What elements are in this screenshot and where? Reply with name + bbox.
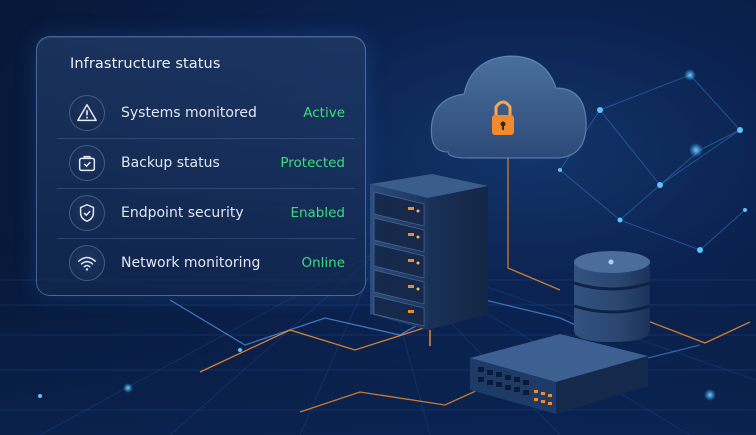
status-row-backup[interactable]: Backup status Protected <box>57 141 353 185</box>
constellation-nodes <box>38 69 747 401</box>
cloud-lock-graphic <box>430 55 587 159</box>
shield-check-icon <box>69 195 105 231</box>
database-graphic <box>573 251 651 342</box>
panel-title: Infrastructure status <box>70 56 221 72</box>
row-label: Backup status <box>121 155 220 171</box>
server-rack-graphic <box>370 174 488 346</box>
status-badge: Online <box>301 255 345 271</box>
network-switch-graphic <box>470 334 648 414</box>
warning-icon <box>69 95 105 131</box>
row-label: Endpoint security <box>121 205 244 221</box>
status-row-endpoint[interactable]: Endpoint security Enabled <box>57 191 353 235</box>
wifi-icon <box>69 245 105 281</box>
status-badge: Enabled <box>290 205 345 221</box>
row-divider <box>57 238 355 239</box>
status-row-systems[interactable]: Systems monitored Active <box>57 91 353 135</box>
status-badge: Active <box>303 105 345 121</box>
row-divider <box>57 188 355 189</box>
backup-icon <box>69 145 105 181</box>
row-label: Network monitoring <box>121 255 261 271</box>
row-label: Systems monitored <box>121 105 257 121</box>
network-constellation <box>559 74 746 251</box>
status-row-network[interactable]: Network monitoring Online <box>57 241 353 285</box>
status-badge: Protected <box>280 155 345 171</box>
infrastructure-status-panel: Infrastructure status Systems monitored … <box>36 36 366 296</box>
row-divider <box>57 138 355 139</box>
